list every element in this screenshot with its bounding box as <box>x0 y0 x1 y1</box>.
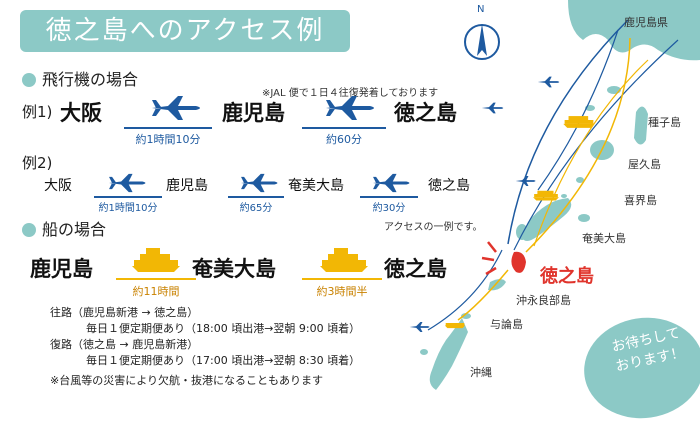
ex1-city-osaka: 大阪 <box>60 101 102 125</box>
ex1-duration-1: 約1時間10分 <box>135 133 201 146</box>
airplane-icon <box>373 173 410 193</box>
airplane-icon <box>326 96 374 120</box>
ship-heading-text: 船の場合 <box>42 220 107 239</box>
ex2-route-line-2 <box>228 196 284 198</box>
flight-heading-text: 飛行機の場合 <box>42 70 139 89</box>
compass-icon <box>464 24 500 60</box>
ship-detail-outbound: 往路（鹿児島新港 → 徳之島） <box>50 306 199 319</box>
ex2-city-kagoshima: 鹿児島 <box>166 178 208 194</box>
map-label-tokunoshima: 徳之島 <box>540 266 594 287</box>
airplane-icon <box>515 176 536 186</box>
map-label-kagoshima: 鹿児島県 <box>624 16 668 29</box>
map-label-tanegashima: 種子島 <box>648 116 681 129</box>
airplane-icon <box>409 322 430 332</box>
ship-detail-return-time: 毎日１便定期便あり（17:00 頃出港→翌朝 8:30 頃着） <box>86 354 361 367</box>
flight-note: ※JAL 便で１日４往復発着しております <box>262 88 439 99</box>
airplane-icon <box>152 96 200 120</box>
ex1-duration-2: 約60分 <box>326 133 362 146</box>
ex2-duration-3: 約30分 <box>372 203 406 214</box>
ex2-city-amami: 奄美大島 <box>288 178 344 194</box>
ship-duration-2: 約3時間半 <box>316 285 368 298</box>
map-label-okinoerabu: 沖永良部島 <box>516 294 571 307</box>
compass-north: N <box>477 4 485 15</box>
map-label-yoron: 与論島 <box>490 318 523 331</box>
airplane-icon <box>109 173 146 193</box>
flight-heading: 飛行機の場合 <box>22 66 138 90</box>
ex2-label: 例2) <box>22 154 53 172</box>
ship-note: アクセスの一例です。 <box>384 222 483 233</box>
bullet-dot <box>22 223 36 237</box>
map-label-yakushima: 屋久島 <box>628 158 661 171</box>
ship-duration-1: 約11時間 <box>132 285 180 298</box>
ferry-icon <box>132 248 180 272</box>
ship-city-kagoshima: 鹿児島 <box>30 257 93 281</box>
ex2-duration-1: 約1時間10分 <box>98 203 158 214</box>
airplane-icon <box>241 173 278 193</box>
ex2-duration-2: 約65分 <box>239 203 273 214</box>
ship-route-line-2 <box>302 278 382 280</box>
airplane-icon <box>481 102 504 114</box>
airplane-icon <box>537 76 560 88</box>
highlight-rays-icon <box>481 241 497 276</box>
map-label-kikaijima: 喜界島 <box>624 194 657 207</box>
ship-city-amami: 奄美大島 <box>192 257 276 281</box>
ex1-city-tokunoshima: 徳之島 <box>394 101 457 125</box>
route-map <box>420 0 700 390</box>
ferry-icon <box>320 248 368 272</box>
ship-city-tokunoshima: 徳之島 <box>384 257 447 281</box>
map-label-amami: 奄美大島 <box>582 232 626 245</box>
ship-detail-outbound-time: 毎日１便定期便あり（18:00 頃出港→翌朝 9:00 頃着） <box>86 322 361 335</box>
ex2-city-osaka: 大阪 <box>44 178 72 194</box>
ex1-city-kagoshima: 鹿児島 <box>222 101 285 125</box>
ex2-route-line-1 <box>94 196 162 198</box>
ship-detail-return: 復路（徳之島 → 鹿児島新港） <box>50 338 199 351</box>
ferry-icon <box>444 323 466 329</box>
ferry-icon <box>563 116 595 128</box>
ex1-label: 例1) <box>22 103 53 121</box>
ex1-route-line-2 <box>302 127 386 129</box>
ex1-route-line-1 <box>124 127 212 129</box>
ex2-route-line-3 <box>360 196 418 198</box>
ship-detail-warning: ※台風等の災害により欠航・抜港になることもあります <box>50 374 323 387</box>
map-label-okinawa: 沖縄 <box>470 366 492 379</box>
ship-route-line-1 <box>116 278 196 280</box>
ferry-icon <box>533 190 559 201</box>
page-title: 徳之島へのアクセス例 <box>20 10 350 52</box>
ex2-city-tokunoshima: 徳之島 <box>428 178 470 194</box>
bullet-dot <box>22 73 36 87</box>
ship-heading: 船の場合 <box>22 216 106 240</box>
